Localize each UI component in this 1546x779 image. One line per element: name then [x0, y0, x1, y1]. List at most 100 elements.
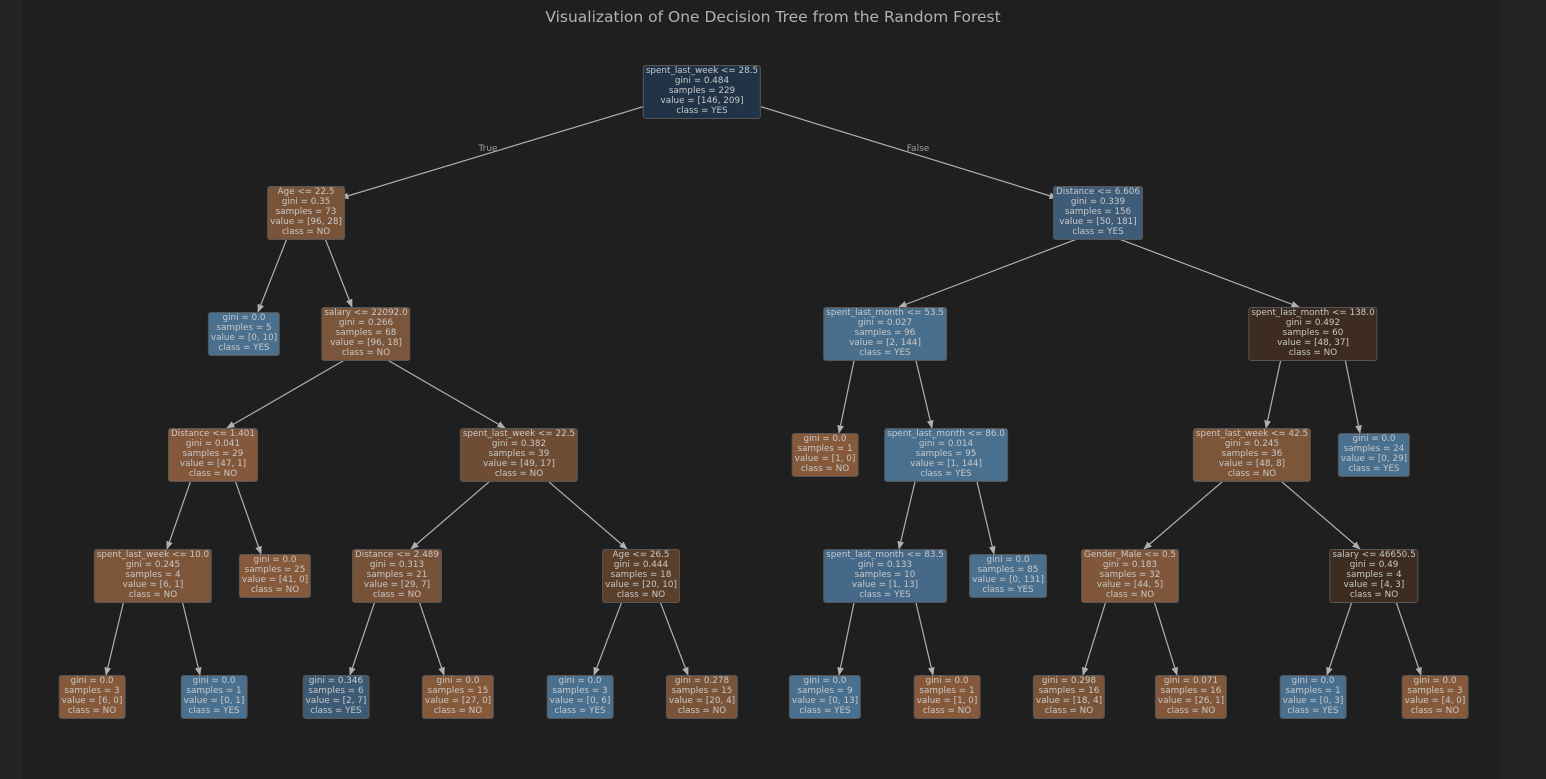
- node-line: samples = 25: [244, 564, 306, 575]
- node-line: gini = 0.266: [338, 317, 394, 328]
- node-line: value = [1, 144]: [910, 458, 982, 469]
- node-line: gini = 0.0: [558, 676, 602, 686]
- node-line: value = [1, 13]: [851, 579, 919, 590]
- tree-edge: [1120, 238, 1300, 308]
- tree-edge: [1326, 602, 1353, 676]
- node-line: class = NO: [433, 705, 483, 716]
- node-line: class = YES: [188, 705, 240, 716]
- node-line: samples = 73: [275, 206, 337, 217]
- tree-edge: [226, 360, 344, 429]
- node-line: gini = 0.0: [803, 676, 847, 686]
- node-line: value = [18, 4]: [1035, 695, 1103, 706]
- node-line: class = NO: [494, 468, 544, 479]
- node-line: gini = 0.0: [925, 676, 969, 686]
- node-line: samples = 4: [1346, 569, 1402, 580]
- node-line: spent_last_month <= 86.0: [887, 429, 1005, 439]
- node-line: Age <= 22.5: [277, 187, 335, 197]
- node-line: value = [20, 4]: [668, 695, 736, 706]
- node-line: value = [48, 37]: [1277, 337, 1349, 348]
- node-line: samples = 32: [1099, 569, 1161, 580]
- node-line: samples = 10: [854, 569, 916, 580]
- node-line: spent_last_week <= 22.5: [462, 429, 576, 439]
- node-line: samples = 229: [668, 85, 736, 96]
- tree-edge: [257, 239, 288, 313]
- node-line: samples = 95: [915, 448, 977, 459]
- node-line: value = [146, 209]: [660, 95, 744, 106]
- node-line: samples = 96: [854, 327, 916, 338]
- tree-edge: [760, 106, 1058, 199]
- node-line: value = [2, 144]: [849, 337, 921, 348]
- node-line: gini = 0.0: [1291, 676, 1335, 686]
- tree-edge: [104, 602, 125, 676]
- node-line: class = NO: [616, 589, 666, 600]
- node-line: value = [2, 7]: [305, 695, 367, 706]
- node-line: class = NO: [250, 584, 300, 595]
- tree-edge: [915, 602, 935, 676]
- node-line: samples = 5: [216, 322, 272, 333]
- node-line: samples = 6: [308, 685, 364, 696]
- node-line: gini = 0.071: [1163, 676, 1219, 686]
- node-line: value = [41, 0]: [241, 574, 309, 585]
- node-line: gini = 0.49: [1349, 559, 1399, 570]
- node-line: samples = 1: [186, 685, 242, 696]
- node-line: class = NO: [1166, 705, 1216, 716]
- tree-edge: [837, 360, 855, 434]
- node-line: gini = 0.0: [436, 676, 480, 686]
- node-line: class = NO: [922, 705, 972, 716]
- node-line: samples = 3: [552, 685, 608, 696]
- node-line: value = [26, 1]: [1157, 695, 1225, 706]
- node-line: value = [96, 18]: [330, 337, 402, 348]
- node-line: class = NO: [1044, 705, 1094, 716]
- node-line: class = NO: [281, 226, 331, 237]
- node-line: gini = 0.027: [857, 317, 913, 328]
- tree-edge: [324, 239, 353, 308]
- node-line: class = NO: [677, 705, 727, 716]
- node-line: salary <= 22092.0: [324, 308, 408, 318]
- node-line: gini = 0.133: [857, 559, 913, 570]
- node-line: gini = 0.35: [281, 196, 331, 207]
- tree-edge: [976, 481, 996, 555]
- node-line: samples = 85: [977, 564, 1039, 575]
- node-line: gini = 0.346: [308, 676, 364, 686]
- node-line: class = NO: [341, 347, 391, 358]
- node-line: value = [0, 29]: [1340, 453, 1408, 464]
- node-line: spent_last_week <= 28.5: [645, 66, 759, 76]
- node-line: gini = 0.014: [918, 438, 974, 449]
- node-line: class = NO: [1105, 589, 1155, 600]
- tree-edge: [418, 602, 445, 676]
- node-line: samples = 15: [671, 685, 733, 696]
- node-line: samples = 24: [1343, 443, 1405, 454]
- node-line: spent_last_month <= 53.5: [826, 308, 944, 318]
- node-line: spent_last_week <= 42.5: [1195, 429, 1309, 439]
- node-line: class = YES: [554, 705, 606, 716]
- node-line: samples = 1: [919, 685, 975, 696]
- node-line: gini = 0.0: [70, 676, 114, 686]
- node-line: value = [50, 181]: [1059, 216, 1137, 227]
- tree-edge: [410, 481, 490, 550]
- tree-edge: [593, 602, 623, 676]
- node-line: value = [96, 28]: [270, 216, 342, 227]
- node-line: gini = 0.382: [491, 438, 547, 449]
- tree-edge: [1344, 360, 1362, 434]
- node-line: class = YES: [859, 347, 911, 358]
- node-line: class = YES: [1348, 463, 1400, 474]
- node-line: gini = 0.484: [674, 75, 730, 86]
- tree-edge: [1281, 481, 1361, 550]
- node-line: gini = 0.0: [1413, 676, 1457, 686]
- node-line: samples = 21: [366, 569, 428, 580]
- node-line: value = [0, 6]: [549, 695, 611, 706]
- node-line: class = NO: [67, 705, 117, 716]
- node-line: class = NO: [800, 463, 850, 474]
- tree-edge: [349, 602, 376, 676]
